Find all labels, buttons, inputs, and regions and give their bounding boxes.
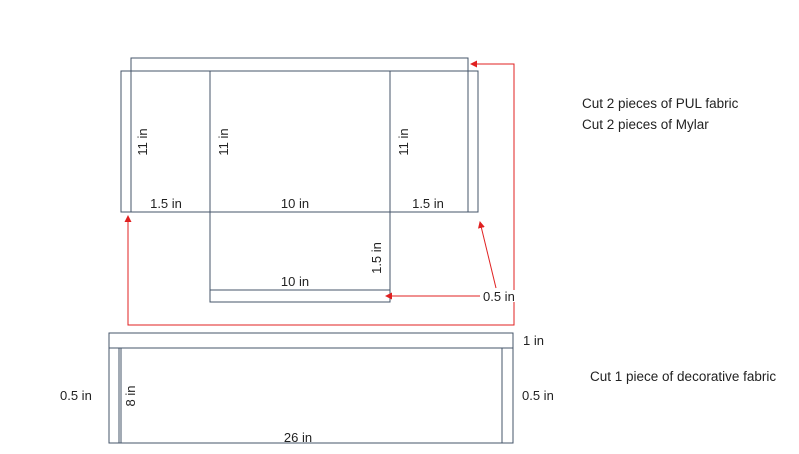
seam-allowance-base-strip — [209, 289, 391, 303]
note-pul: Cut 2 pieces of PUL fabric — [582, 96, 739, 111]
band-height-label: 8 in — [123, 386, 138, 407]
band-top-label: 1 in — [523, 333, 544, 348]
right-panel-height-label: 11 in — [396, 128, 411, 155]
right-panel-width-label: 1.5 in — [412, 196, 444, 211]
center-panel-height-label: 11 in — [216, 128, 231, 155]
base-panel-height-label: 1.5 in — [369, 242, 384, 274]
band-top-strip — [108, 332, 514, 349]
decorative-band — [108, 347, 514, 444]
seam-allowance-top-strip — [130, 57, 469, 72]
note-mylar: Cut 2 pieces of Mylar — [582, 117, 709, 132]
center-panel-width-label: 10 in — [281, 196, 309, 211]
arrow-to-left-seam — [124, 215, 515, 326]
left-panel-height-label: 11 in — [135, 128, 150, 155]
left-panel-width-label: 1.5 in — [150, 196, 182, 211]
note-decorative: Cut 1 piece of decorative fabric — [590, 369, 776, 384]
band-width-label: 26 in — [284, 430, 312, 445]
arrow-to-top-strip — [470, 60, 515, 290]
seam-allowance-label: 0.5 in — [483, 289, 515, 304]
center-panel — [209, 70, 391, 213]
arrow-to-right-seam — [478, 221, 497, 289]
base-panel-width-label: 10 in — [281, 274, 309, 289]
band-right-label: 0.5 in — [522, 388, 554, 403]
band-left-label: 0.5 in — [60, 388, 92, 403]
right-side-panel — [389, 70, 479, 213]
